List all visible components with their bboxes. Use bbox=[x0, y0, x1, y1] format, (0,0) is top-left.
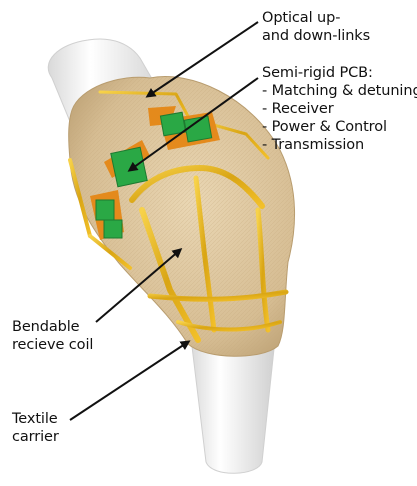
chip bbox=[111, 147, 147, 186]
label-item: - Receiver bbox=[262, 100, 417, 118]
label-line: recieve coil bbox=[12, 336, 93, 354]
chip bbox=[104, 220, 122, 238]
label-title: Semi-rigid PCB: bbox=[262, 64, 417, 82]
label-optical-links: Optical up- and down-links bbox=[262, 9, 370, 45]
label-line: and down-links bbox=[262, 27, 370, 45]
label-semi-rigid-pcb: Semi-rigid PCB: - Matching & detuning - … bbox=[262, 64, 417, 154]
label-line: Bendable bbox=[12, 318, 93, 336]
chip bbox=[96, 200, 114, 220]
label-bendable-coil: Bendable recieve coil bbox=[12, 318, 93, 354]
label-item: - Transmission bbox=[262, 136, 417, 154]
label-textile-carrier: Textile carrier bbox=[12, 410, 59, 446]
label-line: carrier bbox=[12, 428, 59, 446]
label-item: - Power & Control bbox=[262, 118, 417, 136]
label-line: Textile bbox=[12, 410, 59, 428]
label-line: Optical up- bbox=[262, 9, 370, 27]
label-item: - Matching & detuning bbox=[262, 82, 417, 100]
